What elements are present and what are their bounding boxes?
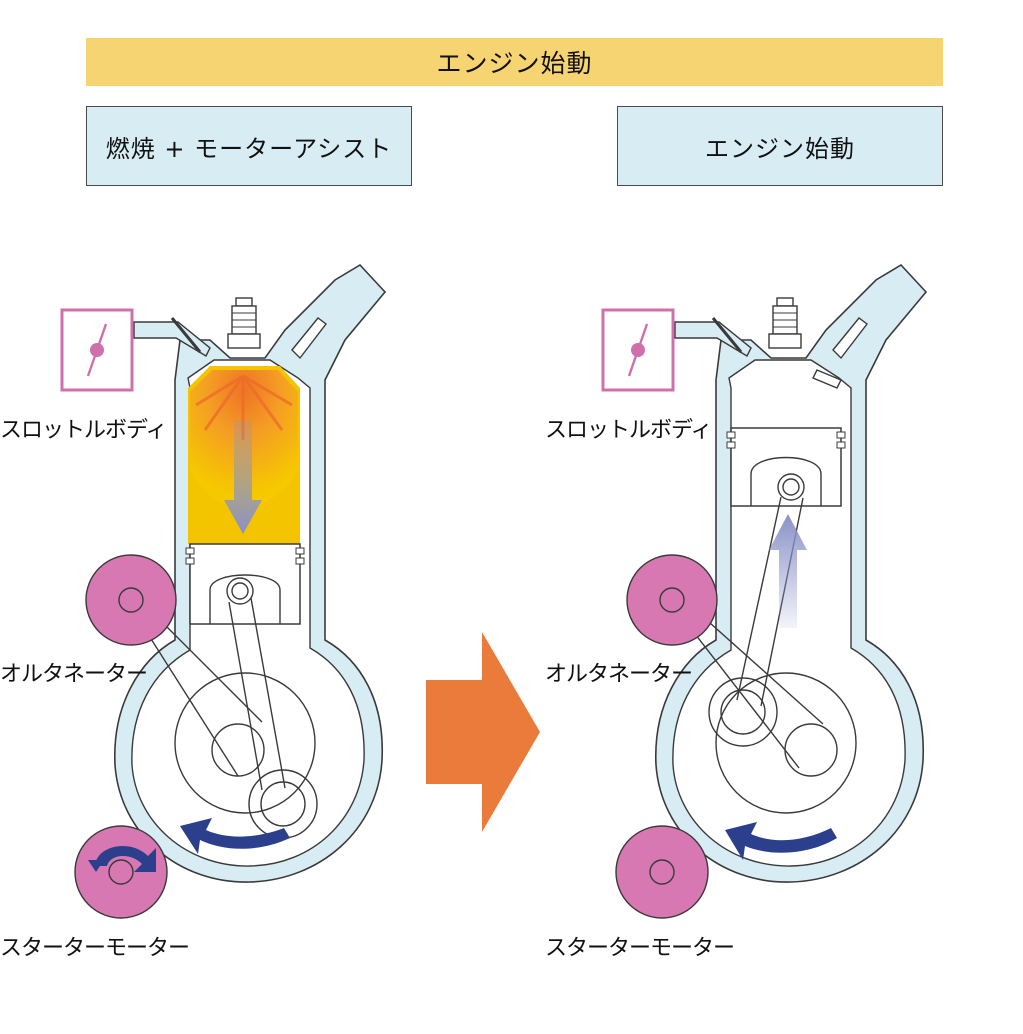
right-piston (726, 427, 846, 507)
left-engine (60, 263, 387, 919)
arrow-right-icon (426, 632, 540, 832)
title-banner: エンジン始動 (86, 38, 943, 86)
right-engine (601, 263, 928, 919)
left-piston-down-arrow (224, 420, 262, 534)
left-connecting-rod (226, 577, 286, 791)
left-phase-header: 燃焼 + モーターアシスト (86, 106, 412, 186)
left-throttle-body (60, 308, 134, 392)
right-throttle-body (601, 308, 675, 392)
right-crankshaft (708, 672, 857, 814)
left-starter-rotation-icon (95, 845, 156, 872)
right-rotation-arrow (725, 822, 837, 860)
right-starter-label: スターターモーター (545, 936, 735, 961)
left-phase-title: 燃焼 + モーターアシスト (105, 134, 393, 163)
right-phase-title: エンジン始動 (705, 134, 855, 163)
right-alternator (626, 554, 718, 646)
left-alternator (85, 554, 177, 646)
right-spark-plug (768, 297, 802, 349)
left-throttle-label: スロットルボディ (0, 418, 167, 443)
right-throttle-label: スロットルボディ (545, 418, 712, 443)
right-phase-header: エンジン始動 (617, 106, 943, 186)
right-starter-motor (615, 825, 709, 919)
left-spark-plug (227, 297, 261, 349)
left-starter-label: スターターモーター (0, 936, 190, 961)
left-starter-motor (74, 825, 168, 919)
right-piston-up-arrow (769, 514, 807, 628)
right-alternator-label: オルタネーター (545, 662, 693, 687)
banner-title: エンジン始動 (436, 49, 593, 78)
left-rotation-arrow (180, 818, 290, 854)
left-alternator-label: オルタネーター (0, 662, 148, 687)
